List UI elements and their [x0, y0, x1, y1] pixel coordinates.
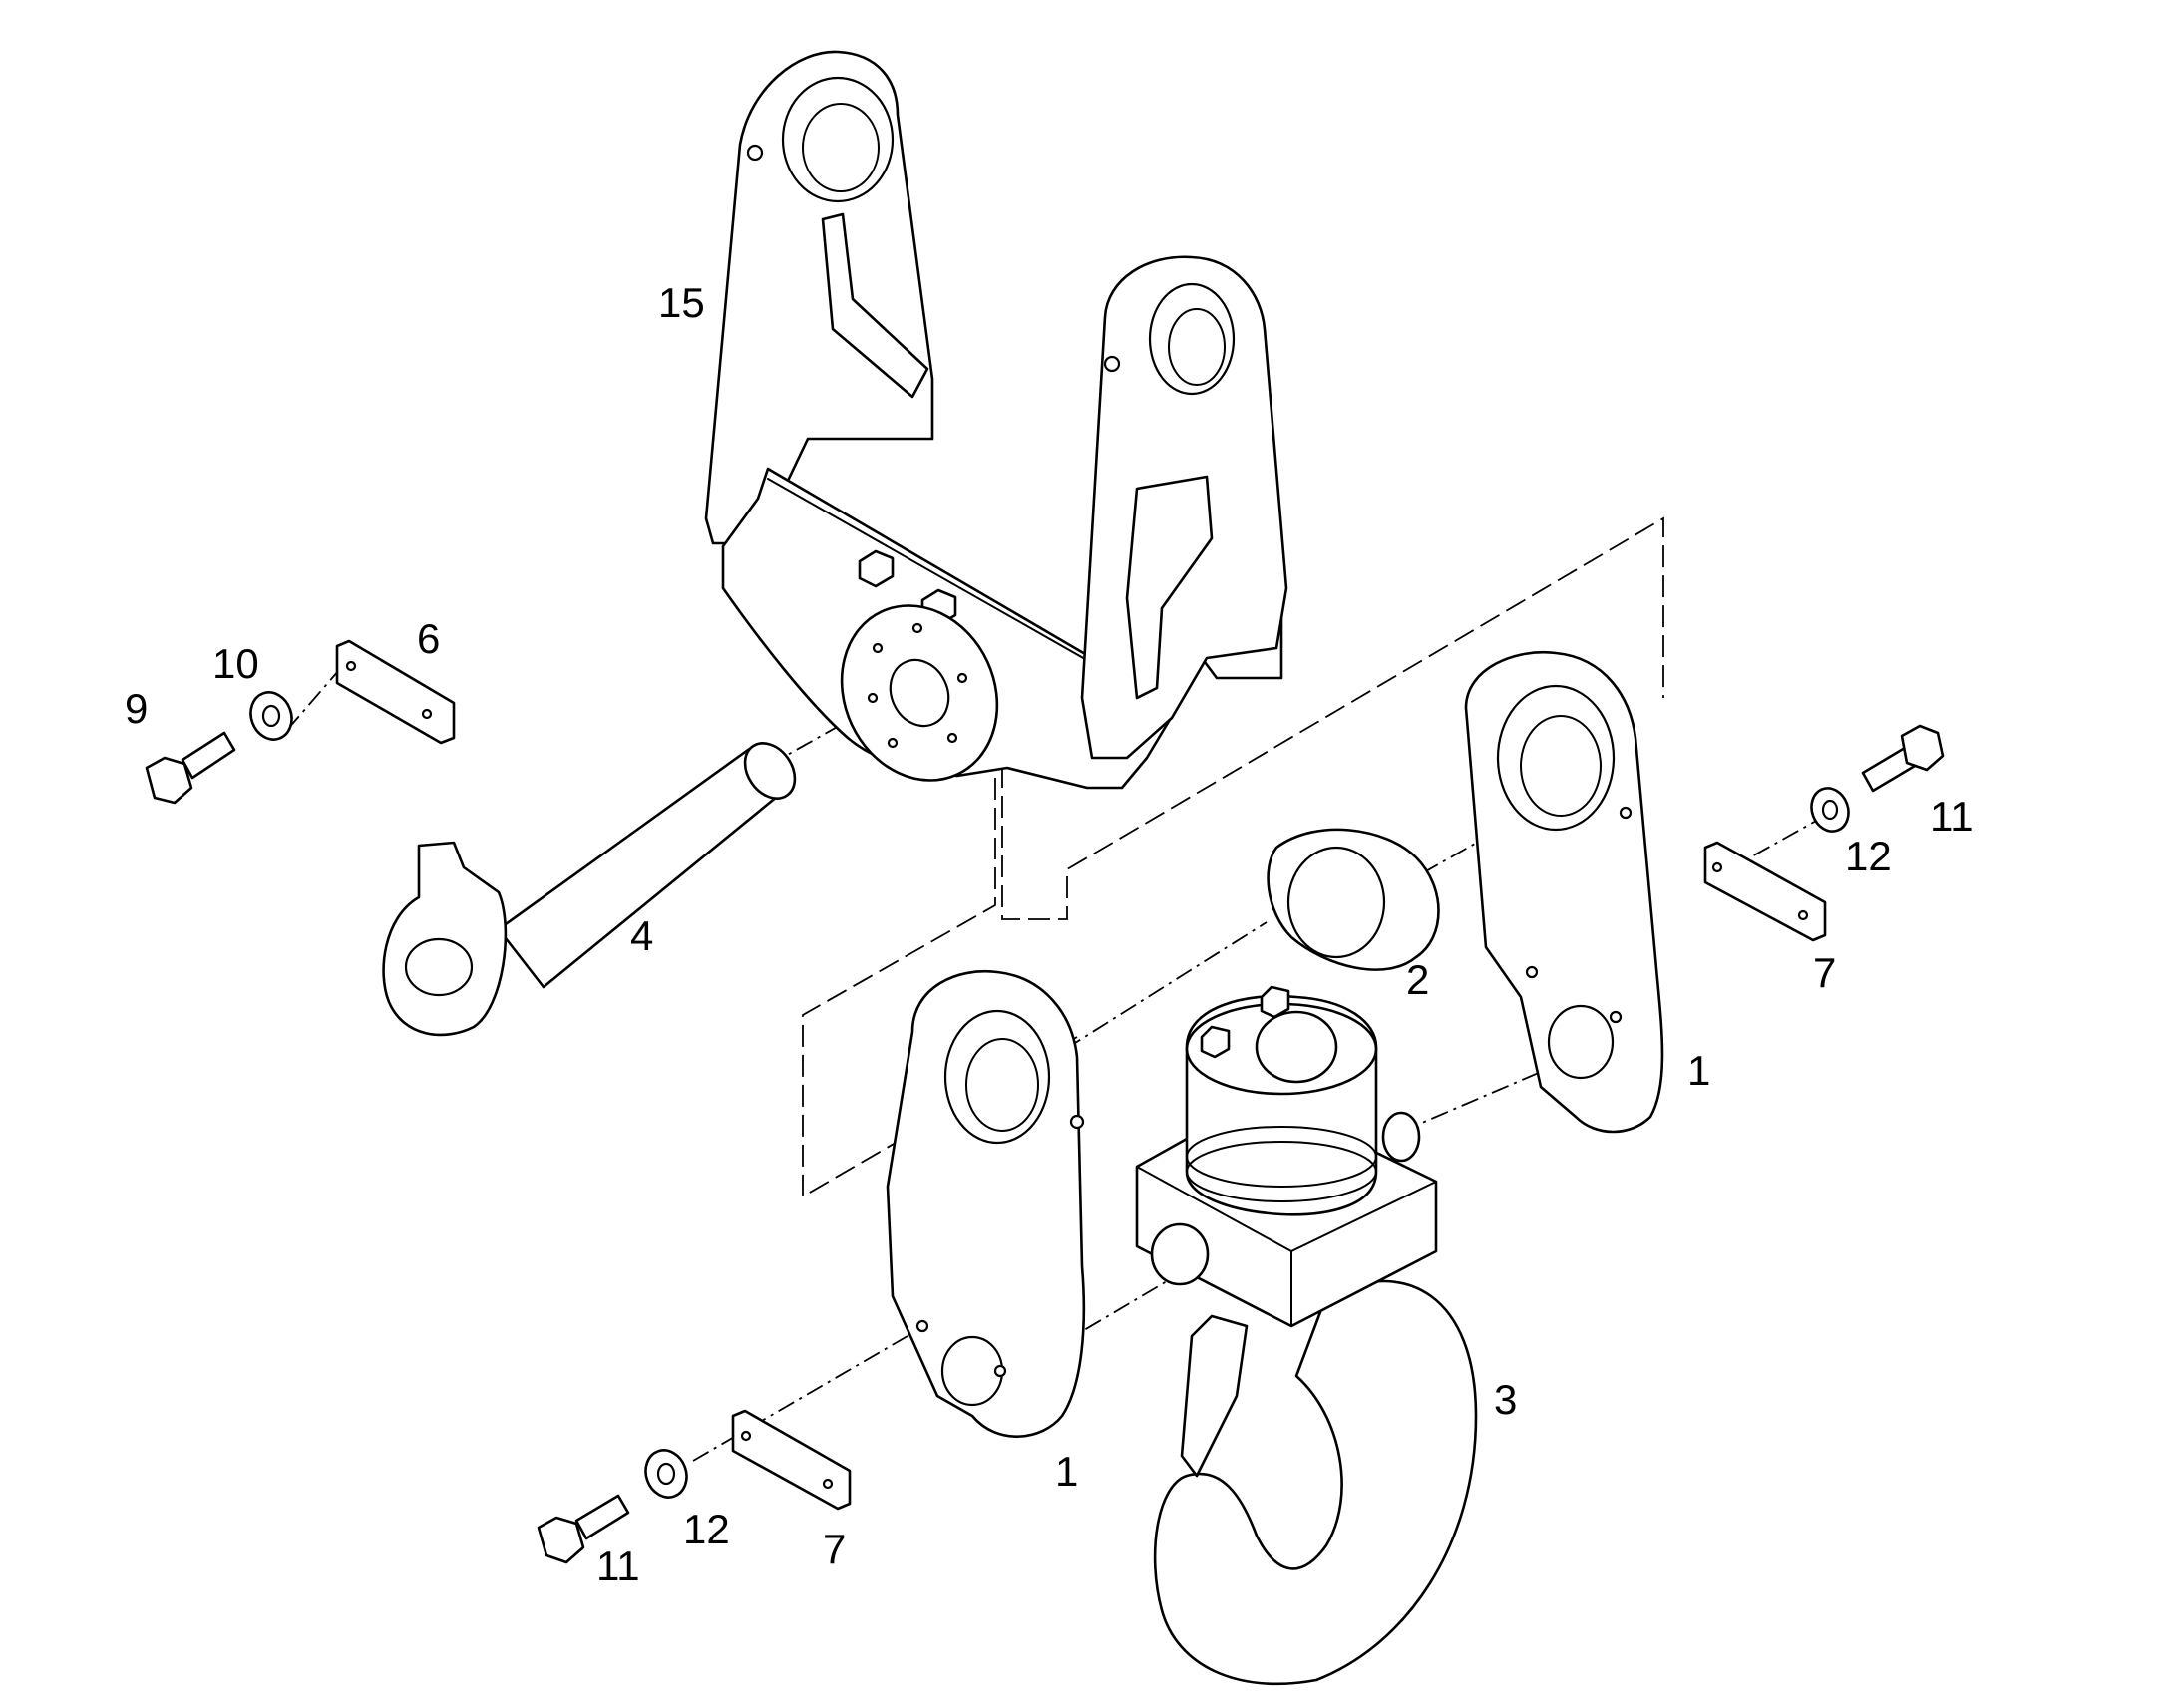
bolt-11-left-shank [574, 1494, 630, 1540]
yoke-left-eye [781, 76, 895, 203]
callout-3: 3 [1494, 1376, 1517, 1423]
bolt-9 [145, 731, 236, 805]
bolt-11-right [1861, 724, 1945, 793]
callout-12-right: 12 [1845, 833, 1892, 879]
yoke-right-rib [1125, 475, 1214, 700]
link-right-pin-hole-2 [1609, 1010, 1623, 1024]
dashline-washer-plate-left [692, 1335, 908, 1462]
hook-part [1135, 985, 1478, 1686]
yoke-left-eye-inner [802, 103, 880, 192]
yoke-lug-1 [858, 549, 895, 588]
hook-housing-ring-1 [1186, 1141, 1377, 1202]
bushing-bore [1286, 846, 1386, 959]
plate-7-left-hole-2 [822, 1478, 834, 1490]
callout-10: 10 [212, 640, 259, 687]
plate-7-right-body [1703, 841, 1827, 942]
link-left-lower-eye [940, 1335, 1004, 1407]
callout-15: 15 [658, 279, 705, 326]
link-right-upper-eye [1496, 684, 1616, 832]
dashline-washer-plate [286, 669, 340, 731]
flange-bolt-hole-1 [872, 642, 884, 654]
callout-11-right: 11 [1930, 793, 1974, 840]
plate-7-left [731, 1409, 852, 1511]
callout-6: 6 [417, 615, 440, 662]
callout-7-left: 7 [823, 1526, 846, 1572]
yoke-body-edge [767, 478, 1093, 664]
callout-4: 4 [630, 912, 653, 959]
pin-head-bore [404, 937, 474, 997]
link-right-lower-eye [1547, 1004, 1615, 1080]
bolt-11-right-head [1900, 724, 1945, 772]
flange-bolt-hole-5 [887, 737, 899, 749]
plate-6-hole-1 [345, 660, 357, 672]
link-left-upper-eye-inner [965, 1038, 1039, 1132]
yoke-left-rib [821, 212, 929, 399]
washer-10-bore [261, 704, 281, 728]
hook-body [1153, 1279, 1478, 1686]
hook-block-edge-1 [1136, 1166, 1292, 1252]
yoke-right-eye-inner [1168, 308, 1226, 386]
link-plate-left [886, 969, 1086, 1438]
callout-labels: 15 10 6 9 4 2 1 1 11 12 7 3 11 12 7 [125, 279, 1974, 1589]
hook-trunnion-left [1150, 1222, 1210, 1286]
washer-12-left-bore [656, 1462, 676, 1486]
callout-2: 2 [1406, 956, 1429, 1003]
yoke-right-grease-nipple [1103, 355, 1121, 373]
plate-7-right-hole-2 [1797, 909, 1809, 921]
yoke-flange-bore [889, 658, 950, 728]
hook-block-edge-2 [1290, 1181, 1437, 1252]
plate-7-left-hole-1 [740, 1430, 752, 1442]
hook-housing-cap [1255, 1010, 1338, 1084]
flange-bolt-hole-4 [946, 732, 958, 744]
yoke-left-grease-nipple [746, 144, 764, 162]
plate-7-right-hole-1 [1711, 861, 1723, 873]
link-left-grease [1069, 1114, 1085, 1130]
pin-end [743, 742, 797, 800]
plate-6-hole-2 [421, 708, 433, 720]
flange-bolt-hole-6 [867, 692, 879, 704]
bolt-9-shank [181, 731, 236, 780]
flange-bolt-hole-3 [956, 672, 968, 684]
yoke-right-eye [1148, 282, 1236, 396]
link-left-pin-hole-2 [993, 1364, 1007, 1378]
link-left-pin-hole-1 [915, 1319, 929, 1333]
pin-part [382, 742, 797, 1037]
callout-11-left: 11 [596, 1542, 640, 1589]
plate-upper-left [335, 639, 456, 745]
callout-1-right: 1 [1687, 1047, 1710, 1094]
hook-trunnion-right [1381, 1111, 1421, 1163]
callout-12-left: 12 [683, 1506, 730, 1552]
link-left-upper-eye [943, 1009, 1051, 1145]
callout-1-left: 1 [1055, 1448, 1078, 1495]
bolt-11-left [537, 1494, 630, 1564]
hook-housing-ring-2 [1186, 1126, 1377, 1188]
plate-7-right [1703, 841, 1827, 942]
flange-bolt-hole-2 [911, 622, 923, 634]
link-right-grease [1619, 806, 1633, 820]
dashline-frame-right [1001, 516, 1664, 920]
washer-12-right-bore [1821, 799, 1839, 821]
bolt-11-left-head [537, 1516, 585, 1564]
plate-7-left-body [731, 1409, 852, 1511]
bushing-part [1267, 828, 1440, 971]
link-right-pin-hole-1 [1525, 965, 1539, 979]
hook-latch [1180, 1314, 1249, 1478]
callout-9: 9 [125, 685, 148, 732]
yoke-frame-part [704, 50, 1288, 790]
housing-bolt-left [1200, 1025, 1231, 1059]
callout-7-right: 7 [1813, 949, 1836, 996]
link-plate-right [1464, 650, 1664, 1134]
bolt-9-head [145, 756, 193, 805]
link-right-upper-eye-inner [1520, 715, 1602, 817]
dashline-washer-plate-right [1749, 814, 1828, 858]
housing-bolt-top [1260, 985, 1290, 1019]
dashline-hook-link-left [1056, 1280, 1168, 1347]
